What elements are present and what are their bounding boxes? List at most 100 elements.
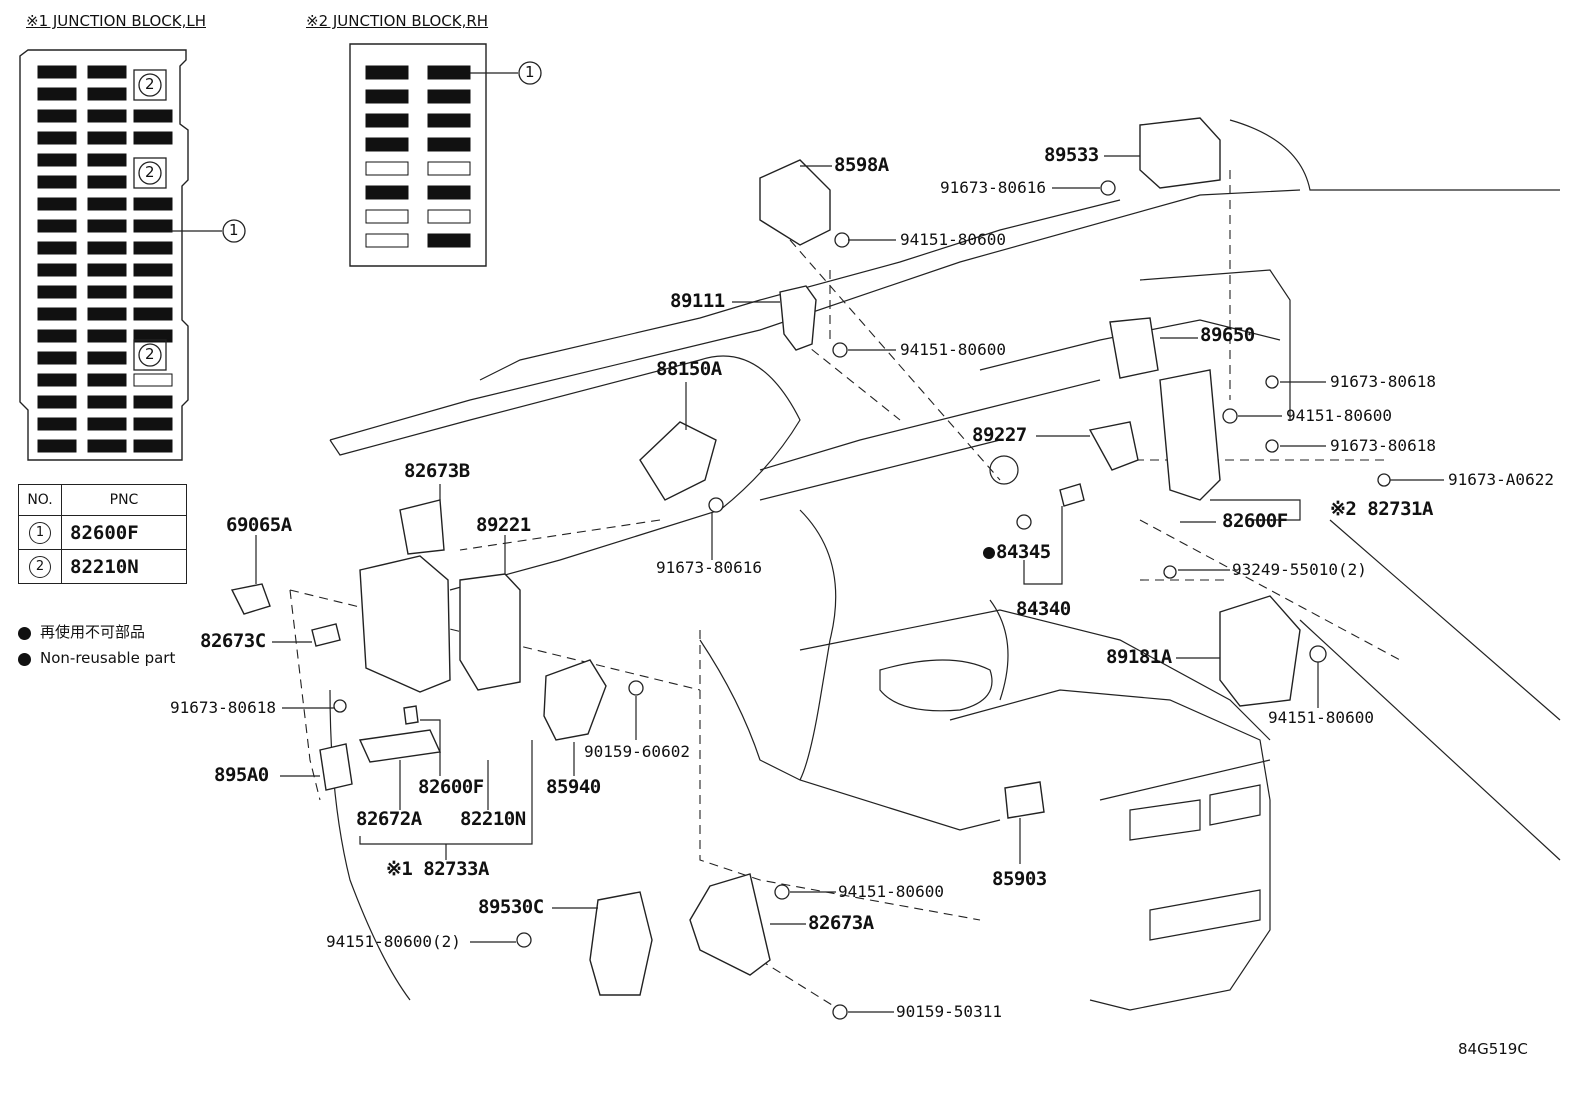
components xyxy=(230,117,1301,996)
label-85903: 85903 xyxy=(992,868,1047,890)
fuse-slot xyxy=(133,285,173,299)
fuse-slot xyxy=(133,219,173,233)
row-no-circle: 2 xyxy=(29,556,51,578)
part-82600F-clip xyxy=(403,705,419,725)
fuse-slot xyxy=(133,417,173,431)
fuse-slot xyxy=(365,137,409,152)
fuse-slot xyxy=(427,233,471,248)
fuse-slot xyxy=(37,87,77,101)
part-82673B xyxy=(399,499,445,555)
label-895A0: 895A0 xyxy=(214,764,269,786)
fuse-slot xyxy=(37,175,77,189)
label-91673-80618-left: 91673-80618 xyxy=(170,698,276,717)
fasteners xyxy=(333,180,1391,1020)
label-82673B: 82673B xyxy=(404,460,470,482)
fuse-slot xyxy=(365,233,409,248)
part-89111 xyxy=(779,285,817,351)
part-right-bracket xyxy=(1159,369,1221,501)
fuse-slot xyxy=(427,137,471,152)
label-84340: 84340 xyxy=(1016,598,1071,620)
part-84340-sensor xyxy=(1059,483,1085,507)
fuse-slot xyxy=(37,263,77,277)
fuse-slot xyxy=(133,263,173,277)
fuse-slot xyxy=(133,395,173,409)
fuse-slot xyxy=(133,197,173,211)
fuse-slot xyxy=(87,439,127,453)
legend-dot-en xyxy=(18,653,31,666)
callout-circle-1-rh xyxy=(518,61,542,85)
part-89227 xyxy=(1088,421,1139,471)
fuse-slot xyxy=(87,307,127,321)
part-85940 xyxy=(543,659,607,741)
label-94151-80600-r: 94151-80600 xyxy=(1286,406,1392,425)
rh-callout-1: 1 xyxy=(525,63,535,81)
reference-dashed-lines xyxy=(289,170,1401,1011)
fuse-slot xyxy=(87,65,127,79)
fuse-slot xyxy=(365,113,409,128)
part-69065A xyxy=(230,583,271,615)
part-89181A xyxy=(1219,595,1301,707)
label-88150A: 88150A xyxy=(656,358,722,380)
label-91673-80616-mid: 91673-80616 xyxy=(656,558,762,577)
fuse-slot xyxy=(365,89,409,104)
row-no-circle: 1 xyxy=(29,522,51,544)
label-89221: 89221 xyxy=(476,514,531,536)
fuse-slot xyxy=(87,219,127,233)
dashboard-lineart xyxy=(329,119,1561,1011)
fuse-slot xyxy=(37,373,77,387)
fuse-slot xyxy=(427,185,471,200)
legend-en: Non-reusable part xyxy=(40,649,176,667)
label-89533: 89533 xyxy=(1044,144,1099,166)
fuse-slot xyxy=(87,109,127,123)
fuse-slot xyxy=(133,241,173,255)
label-94151-80600-b: 94151-80600 xyxy=(900,340,1006,359)
junction-block-lh-fuses xyxy=(37,65,173,453)
part-82673A xyxy=(689,873,771,976)
non-reusable-mark-84345 xyxy=(983,547,995,559)
callout-circle-1-lh xyxy=(222,219,246,243)
fuse-slot xyxy=(365,161,409,176)
label-91673-80618-r2: 91673-80618 xyxy=(1330,436,1436,455)
lh-callout-2a: 2 xyxy=(145,75,155,93)
fuse-slot xyxy=(37,439,77,453)
fuse-slot xyxy=(87,263,127,277)
fuse-slot xyxy=(87,329,127,343)
lh-callout-2c: 2 xyxy=(145,345,155,363)
label-85940: 85940 xyxy=(546,776,601,798)
fuse-slot xyxy=(37,109,77,123)
legend-dot-jp xyxy=(18,627,31,640)
row-pnc: 82210N xyxy=(61,549,187,584)
fuse-slot xyxy=(37,65,77,79)
part-lh-junction-block xyxy=(359,555,451,693)
table-row: 2 82210N xyxy=(18,549,187,584)
fuse-slot xyxy=(87,87,127,101)
fuse-slot xyxy=(37,153,77,167)
label-91673-80616-top: 91673-80616 xyxy=(940,178,1046,197)
label-8598A: 8598A xyxy=(834,154,889,176)
label-94151-80600-2: 94151-80600(2) xyxy=(326,932,461,951)
label-89111: 89111 xyxy=(670,290,725,312)
label-89181A: 89181A xyxy=(1106,646,1172,668)
fuse-slot xyxy=(37,241,77,255)
table-row: 1 82600F xyxy=(18,515,187,550)
label-91673-80618-r1: 91673-80618 xyxy=(1330,372,1436,391)
fuse-slot xyxy=(87,197,127,211)
pnc-table: NO. PNC 1 82600F 2 82210N xyxy=(18,484,187,584)
fuse-slot xyxy=(133,109,173,123)
label-94151-80600-c: 94151-80600 xyxy=(838,882,944,901)
label-89530C: 89530C xyxy=(478,896,544,918)
label-82600F-right: 82600F xyxy=(1222,510,1288,532)
part-85903 xyxy=(1004,781,1045,819)
part-89530C xyxy=(589,891,653,996)
label-90159-60602: 90159-60602 xyxy=(584,742,690,761)
part-89221 xyxy=(459,573,521,691)
fuse-slot xyxy=(87,241,127,255)
table-header-pnc: PNC xyxy=(61,484,187,516)
fuse-slot xyxy=(427,89,471,104)
part-88150A xyxy=(639,421,717,501)
fuse-slot xyxy=(365,65,409,80)
row-pnc: 82600F xyxy=(61,515,187,550)
fuse-slot xyxy=(133,329,173,343)
fuse-slot xyxy=(87,285,127,299)
